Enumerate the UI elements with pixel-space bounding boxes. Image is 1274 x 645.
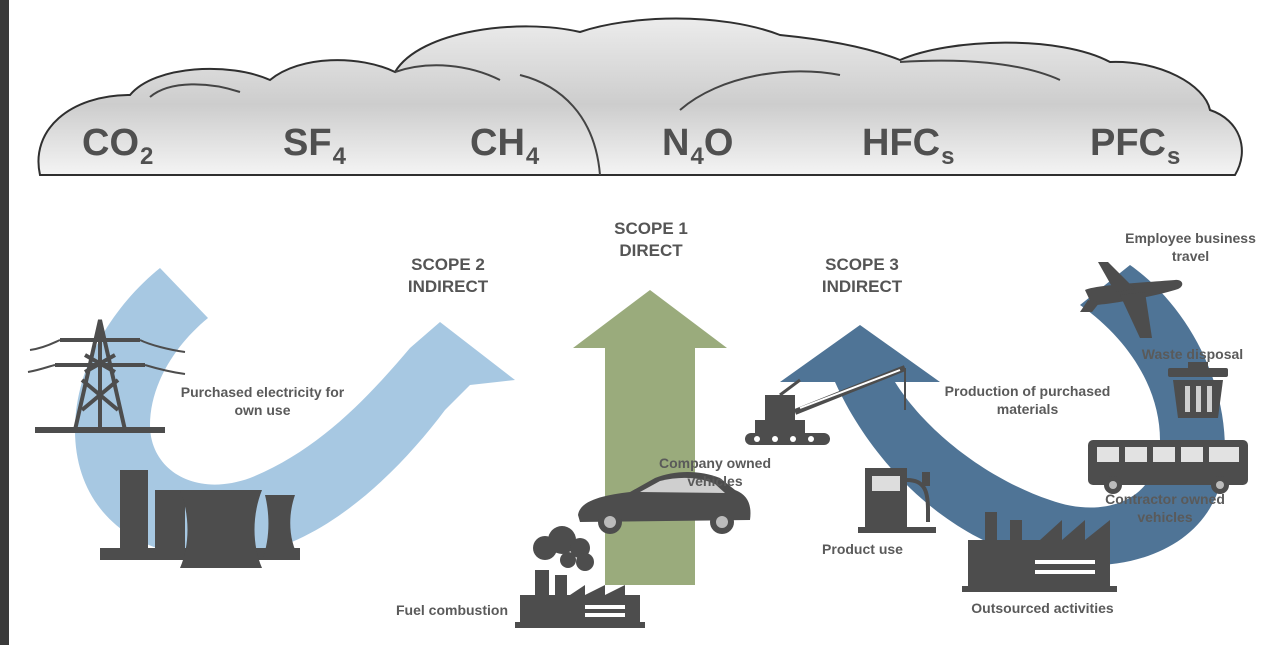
trash-can-icon xyxy=(1168,362,1228,418)
label-line: Employee business xyxy=(1125,230,1256,246)
cloud xyxy=(37,17,1243,206)
scope1-line2: DIRECT xyxy=(619,241,683,260)
label-product-use: Product use xyxy=(822,541,903,557)
scope1-arrow xyxy=(573,290,727,585)
gas-hfcs: HFCs xyxy=(862,122,955,170)
airplane-icon xyxy=(1080,262,1183,338)
scope3-arrow xyxy=(780,265,1225,566)
power-plant-icon xyxy=(100,470,300,568)
gas-ch4: CH4 xyxy=(470,122,540,170)
gas-co2: CO2 xyxy=(82,122,154,170)
scope1-title: SCOPE 1 DIRECT xyxy=(586,218,716,262)
label-line: Production of purchased xyxy=(944,383,1111,399)
scope2-line2: INDIRECT xyxy=(407,277,489,296)
label-line: Purchased electricity for xyxy=(180,384,345,400)
label-outsourced-activities: Outsourced activities xyxy=(971,600,1114,616)
factory-icon xyxy=(515,526,645,628)
scope3-line1: SCOPE 3 xyxy=(825,255,899,274)
bus-icon xyxy=(1088,440,1248,494)
crane-icon xyxy=(745,365,907,445)
fuel-pump-icon xyxy=(858,468,936,533)
label-purchased-electricity: Purchased electricity for own use xyxy=(160,383,365,419)
label-production-materials: Production of purchased materials xyxy=(920,382,1135,418)
label-waste-disposal: Waste disposal xyxy=(1141,346,1244,362)
label-line: travel xyxy=(1171,248,1210,264)
power-pylon-icon xyxy=(27,319,186,433)
left-edge-bar xyxy=(0,0,9,645)
scope2-line1: SCOPE 2 xyxy=(411,255,485,274)
gas-pfcs: PFCs xyxy=(1090,122,1181,170)
gas-n4o: N4O xyxy=(662,122,734,170)
label-line: own use xyxy=(234,402,291,418)
scope3-line2: INDIRECT xyxy=(821,277,903,296)
label-employee-travel: Employee business travel xyxy=(1108,229,1273,265)
factory-icon-outsourced xyxy=(962,512,1117,592)
scope2-title: SCOPE 2 INDIRECT xyxy=(383,254,513,298)
label-line: vehicles xyxy=(687,473,743,489)
label-contractor-vehicles: Contractor owned vehicles xyxy=(1085,490,1245,526)
label-line: Company owned xyxy=(658,455,771,471)
label-fuel-combustion: Fuel combustion xyxy=(396,602,508,618)
scope1-line1: SCOPE 1 xyxy=(614,219,688,238)
scope3-title: SCOPE 3 INDIRECT xyxy=(797,254,927,298)
gas-sf4: SF4 xyxy=(283,122,346,170)
label-line: vehicles xyxy=(1137,509,1193,525)
car-icon xyxy=(578,472,751,534)
label-line: Contractor owned xyxy=(1105,491,1225,507)
label-company-vehicles: Company owned vehicles xyxy=(650,454,780,490)
scope2-arrow xyxy=(75,268,515,558)
label-line: materials xyxy=(996,401,1059,417)
